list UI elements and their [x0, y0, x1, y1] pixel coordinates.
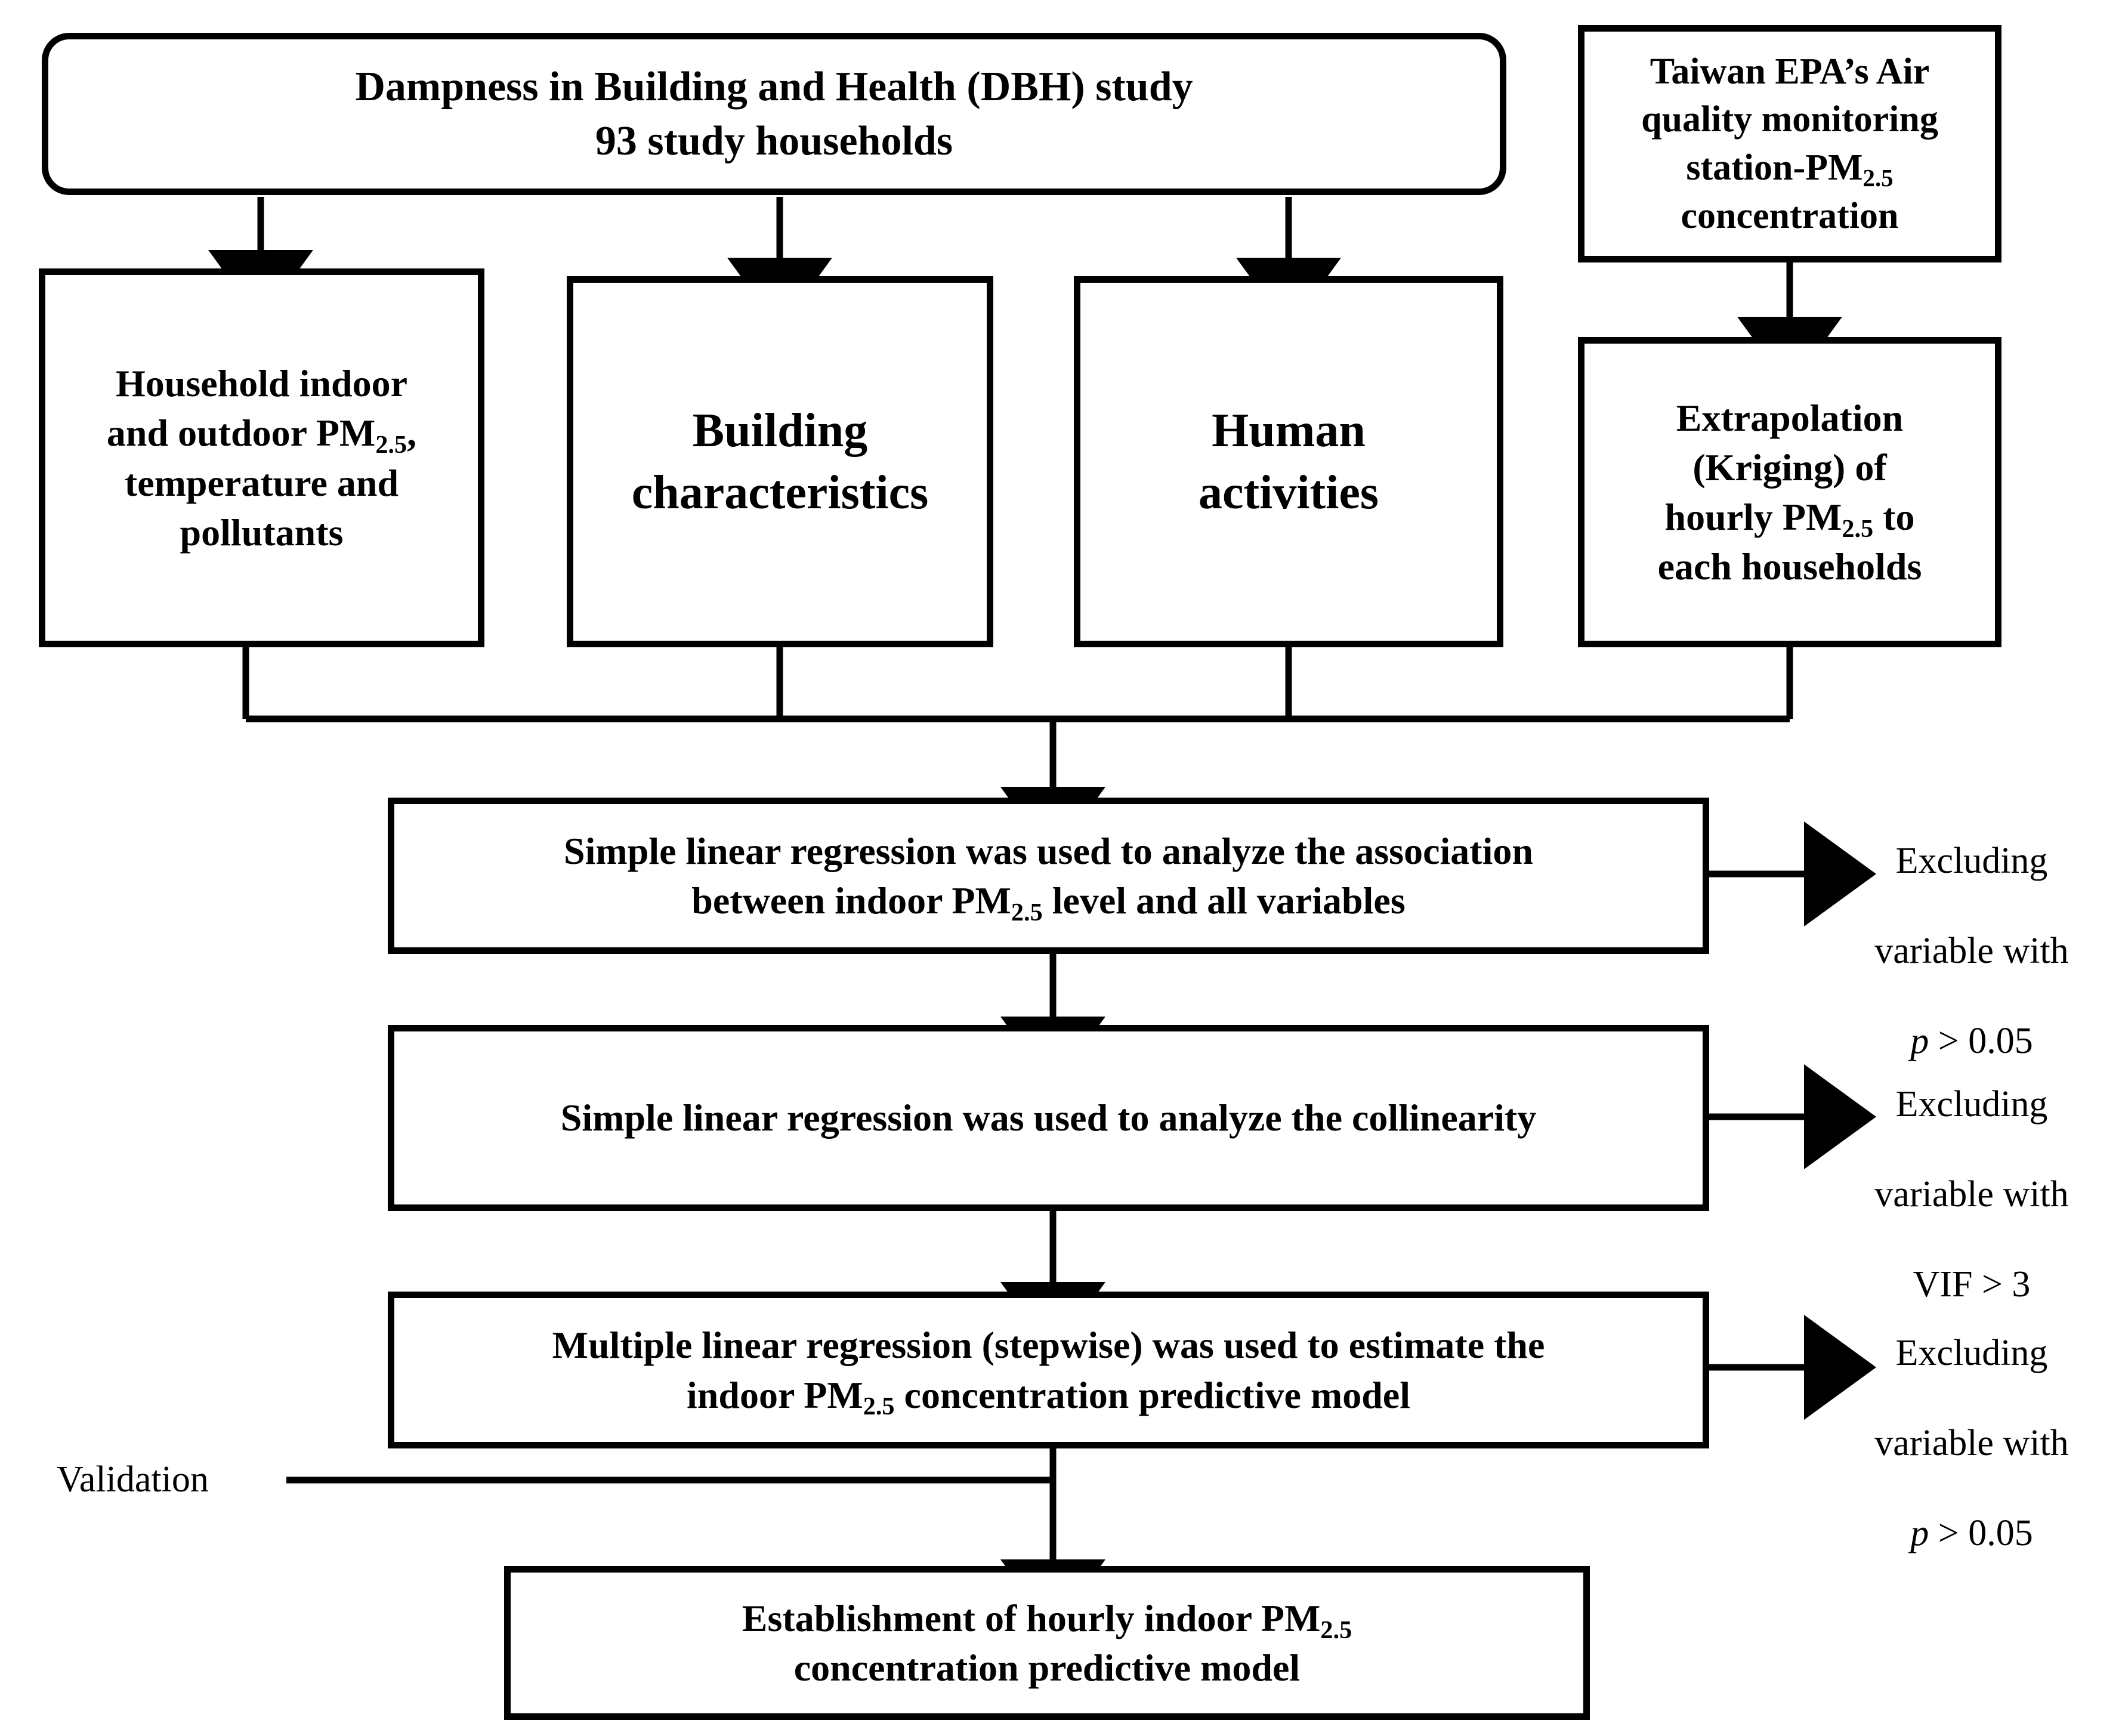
- exclusion1-line3-rest: > 0.05: [1929, 1021, 2033, 1062]
- step1-line2-post: level and all variables: [1042, 879, 1406, 922]
- step-simple-linear-regression-collinearity[interactable]: Simple linear regression was used to ana…: [388, 1025, 1709, 1211]
- kriging-line3-post: to: [1873, 496, 1915, 538]
- step3-line1: Multiple linear regression (stepwise) wa…: [552, 1324, 1545, 1367]
- epa-line3-pre: station-PM: [1686, 147, 1863, 188]
- human-line2: activities: [1198, 467, 1379, 519]
- building-characteristics-node[interactable]: Building characteristics: [567, 276, 993, 647]
- step3-line2-post: concentration predictive model: [894, 1373, 1410, 1416]
- outcome-line1-pre: Establishment of hourly indoor PM: [742, 1596, 1321, 1639]
- exclusion1-line1: Excluding: [1895, 840, 2048, 881]
- dbh-study-node[interactable]: Dampness in Building and Health (DBH) st…: [42, 33, 1506, 195]
- exclusion3-line3-italic: p: [1910, 1513, 1929, 1554]
- step1-line2-sub: 2.5: [1011, 898, 1043, 926]
- exclusion3-line3-rest: > 0.05: [1929, 1513, 2033, 1554]
- household-line4: pollutants: [180, 511, 344, 554]
- exclusion1-line3-italic: p: [1910, 1021, 1929, 1062]
- human-line1: Human: [1212, 404, 1366, 457]
- epa-station-node[interactable]: Taiwan EPA’s Air quality monitoring stat…: [1578, 25, 2001, 262]
- step1-line1: Simple linear regression was used to ana…: [564, 829, 1533, 872]
- exclusion3-line1: Excluding: [1895, 1332, 2048, 1373]
- exclusion-note-vif: Excluding variable with VIF > 3: [1831, 1037, 2112, 1308]
- epa-line3-sub: 2.5: [1862, 165, 1894, 192]
- epa-line2: quality monitoring: [1641, 99, 1938, 140]
- household-line1: Household indoor: [115, 362, 407, 405]
- outcome-line2: concentration predictive model: [793, 1647, 1301, 1689]
- step-multiple-linear-regression-stepwise[interactable]: Multiple linear regression (stepwise) wa…: [388, 1292, 1709, 1448]
- validation-label: Validation: [57, 1459, 209, 1500]
- human-activities-node[interactable]: Human activities: [1074, 276, 1503, 647]
- exclusion-note-p-1: Excluding variable with p > 0.05: [1831, 793, 2112, 1064]
- exclusion2-line2: variable with: [1874, 1173, 2069, 1215]
- kriging-extrapolation-node[interactable]: Extrapolation (Kriging) of hourly PM2.5 …: [1578, 337, 2001, 647]
- dbh-study-line1: Dampness in Building and Health (DBH) st…: [355, 64, 1193, 110]
- building-line1: Building: [692, 404, 868, 457]
- building-line2: characteristics: [631, 467, 929, 519]
- exclusion3-line2: variable with: [1874, 1422, 2069, 1463]
- outcome-hourly-indoor-model-node[interactable]: Establishment of hourly indoor PM2.5 con…: [504, 1566, 1590, 1720]
- household-line2-sub: 2.5: [375, 431, 407, 459]
- household-line2-post: ,: [407, 412, 417, 455]
- household-line3: temperature and: [124, 461, 399, 504]
- exclusion1-line2: variable with: [1874, 930, 2069, 971]
- kriging-line2: (Kriging) of: [1692, 446, 1887, 489]
- exclusion-note-p-2: Excluding variable with p > 0.05: [1831, 1286, 2112, 1556]
- step3-line2-sub: 2.5: [863, 1392, 895, 1421]
- kriging-line3-sub: 2.5: [1842, 514, 1874, 543]
- step3-line2-pre: indoor PM: [687, 1373, 863, 1416]
- step2-line1: Simple linear regression was used to ana…: [560, 1096, 1537, 1139]
- step1-line2-pre: between indoor PM: [691, 879, 1011, 922]
- outcome-line1-sub: 2.5: [1320, 1615, 1352, 1644]
- kriging-line3-pre: hourly PM: [1664, 496, 1842, 538]
- household-line2-pre: and outdoor PM: [106, 412, 376, 455]
- kriging-line1: Extrapolation: [1676, 396, 1904, 439]
- exclusion2-line1: Excluding: [1895, 1083, 2048, 1125]
- epa-line4: concentration: [1681, 195, 1899, 236]
- epa-line1: Taiwan EPA’s Air: [1650, 51, 1930, 92]
- dbh-study-line2: 93 study households: [595, 118, 953, 164]
- household-measurements-node[interactable]: Household indoor and outdoor PM2.5, temp…: [39, 268, 484, 647]
- exclusion2-line3-rest: VIF > 3: [1913, 1264, 2031, 1305]
- kriging-line4: each households: [1657, 545, 1922, 588]
- step-simple-linear-regression-association[interactable]: Simple linear regression was used to ana…: [388, 798, 1709, 954]
